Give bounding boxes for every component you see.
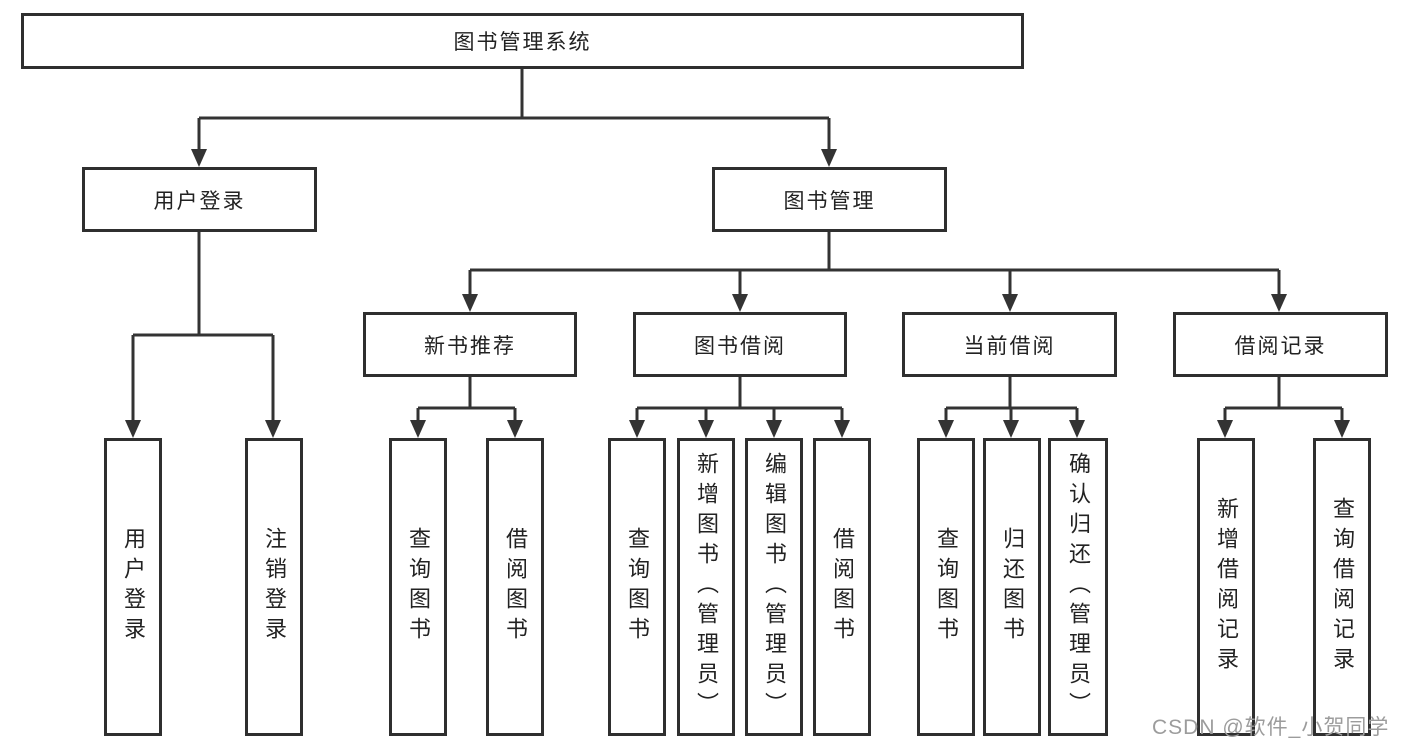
leaf-query-borrow-record: 查询借阅记录 bbox=[1313, 438, 1371, 736]
leaf-label: 借阅图书 bbox=[830, 527, 855, 647]
leaf-confirm-return-admin: 确认归还（管理员） bbox=[1048, 438, 1108, 736]
node-label: 图书管理 bbox=[783, 189, 876, 213]
leaf-label: 确认归还（管理员） bbox=[1066, 452, 1091, 722]
leaf-label: 新增借阅记录 bbox=[1214, 497, 1239, 677]
node-new-book-recommend: 新书推荐 bbox=[363, 312, 577, 377]
node-label: 借阅记录 bbox=[1234, 334, 1327, 358]
node-label: 当前借阅 bbox=[963, 334, 1056, 358]
leaf-user-login: 用户登录 bbox=[104, 438, 162, 736]
csdn-watermark: CSDN @软件_小贺同学 bbox=[1152, 716, 1390, 739]
leaf-add-books-admin: 新增图书（管理员） bbox=[677, 438, 735, 736]
leaf-label: 借阅图书 bbox=[503, 527, 528, 647]
leaf-return-books: 归还图书 bbox=[983, 438, 1041, 736]
leaf-label: 查询图书 bbox=[625, 527, 650, 647]
leaf-add-borrow-record: 新增借阅记录 bbox=[1197, 438, 1255, 736]
node-user-login: 用户登录 bbox=[82, 167, 317, 232]
leaf-label: 查询图书 bbox=[934, 527, 959, 647]
leaf-logout: 注销登录 bbox=[245, 438, 303, 736]
node-label: 新书推荐 bbox=[424, 334, 516, 358]
leaf-borrow-books: 借阅图书 bbox=[813, 438, 871, 736]
node-label: 图书借阅 bbox=[694, 334, 786, 358]
node-system-root: 图书管理系统 bbox=[21, 13, 1024, 69]
leaf-label: 查询借阅记录 bbox=[1330, 497, 1355, 677]
leaf-label: 归还图书 bbox=[1000, 527, 1025, 647]
leaf-query-books: 查询图书 bbox=[389, 438, 447, 736]
leaf-label: 编辑图书（管理员） bbox=[762, 452, 787, 722]
node-book-management: 图书管理 bbox=[712, 167, 947, 232]
node-borrow-records: 借阅记录 bbox=[1173, 312, 1388, 377]
leaf-borrow-books: 借阅图书 bbox=[486, 438, 544, 736]
node-current-borrow: 当前借阅 bbox=[902, 312, 1117, 377]
leaf-query-books: 查询图书 bbox=[608, 438, 666, 736]
leaf-edit-books-admin: 编辑图书（管理员） bbox=[745, 438, 803, 736]
leaf-label: 用户登录 bbox=[121, 527, 146, 647]
node-label: 用户登录 bbox=[153, 189, 246, 213]
leaf-label: 查询图书 bbox=[406, 527, 431, 647]
node-book-borrow: 图书借阅 bbox=[633, 312, 847, 377]
leaf-label: 注销登录 bbox=[262, 527, 287, 647]
leaf-query-books: 查询图书 bbox=[917, 438, 975, 736]
node-label: 图书管理系统 bbox=[453, 31, 592, 54]
leaf-label: 新增图书（管理员） bbox=[694, 452, 719, 722]
